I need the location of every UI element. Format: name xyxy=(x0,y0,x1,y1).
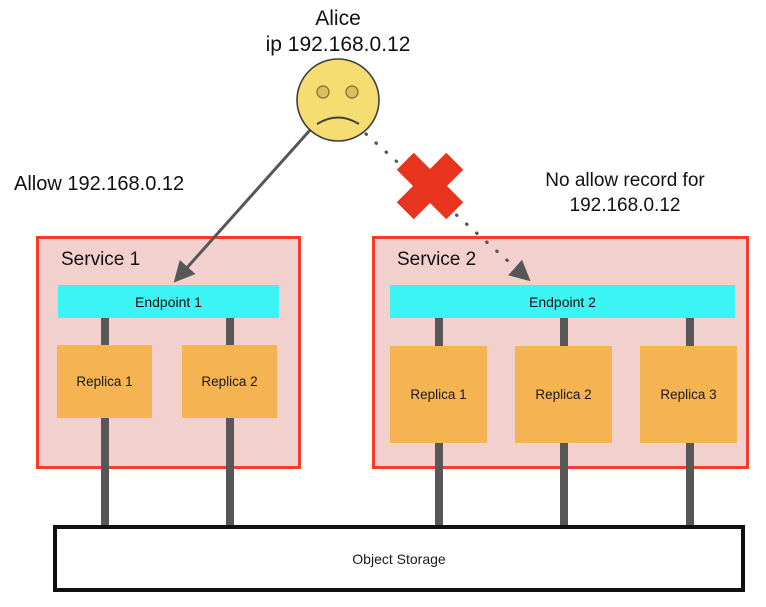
connector-s2-endpoint-replica2 xyxy=(560,316,568,348)
connector-s2-endpoint-replica1 xyxy=(435,316,443,348)
connector-s2-endpoint-replica3 xyxy=(686,316,694,348)
connector-s1-replica2-storage xyxy=(226,415,234,527)
service-2-replica-2[interactable]: Replica 2 xyxy=(515,346,612,443)
red-x-icon xyxy=(396,152,464,220)
connector-s2-replica2-storage xyxy=(560,440,568,527)
connector-s2-replica3-storage xyxy=(686,440,694,527)
connector-s1-endpoint-replica1 xyxy=(101,316,109,348)
connector-s1-endpoint-replica2 xyxy=(226,316,234,348)
service-1-replica-1[interactable]: Replica 1 xyxy=(57,345,152,418)
actor-name: Alice xyxy=(315,7,361,30)
deny-annotation-line1: No allow record for xyxy=(545,170,705,191)
deny-annotation: No allow record for 192.168.0.12 xyxy=(498,168,752,218)
sad-face-icon xyxy=(296,58,380,142)
actor-ip: ip 192.168.0.12 xyxy=(265,33,411,56)
service-2-replica-1[interactable]: Replica 1 xyxy=(390,346,487,443)
service-1-replica-2[interactable]: Replica 2 xyxy=(182,345,277,418)
deny-annotation-line2: 192.168.0.12 xyxy=(569,195,681,216)
service-2-title: Service 2 xyxy=(397,249,477,270)
service-2-endpoint[interactable]: Endpoint 2 xyxy=(390,285,735,318)
service-1-endpoint[interactable]: Endpoint 1 xyxy=(58,285,279,318)
connector-s1-replica1-storage xyxy=(101,415,109,527)
connector-s2-replica1-storage xyxy=(435,440,443,527)
service-2-replica-3[interactable]: Replica 3 xyxy=(640,346,737,443)
service-1-title: Service 1 xyxy=(61,249,141,270)
object-storage-box[interactable]: Object Storage xyxy=(53,525,745,592)
actor-label: Alice ip 192.168.0.12 xyxy=(238,6,438,58)
allow-annotation: Allow 192.168.0.12 xyxy=(14,173,185,195)
